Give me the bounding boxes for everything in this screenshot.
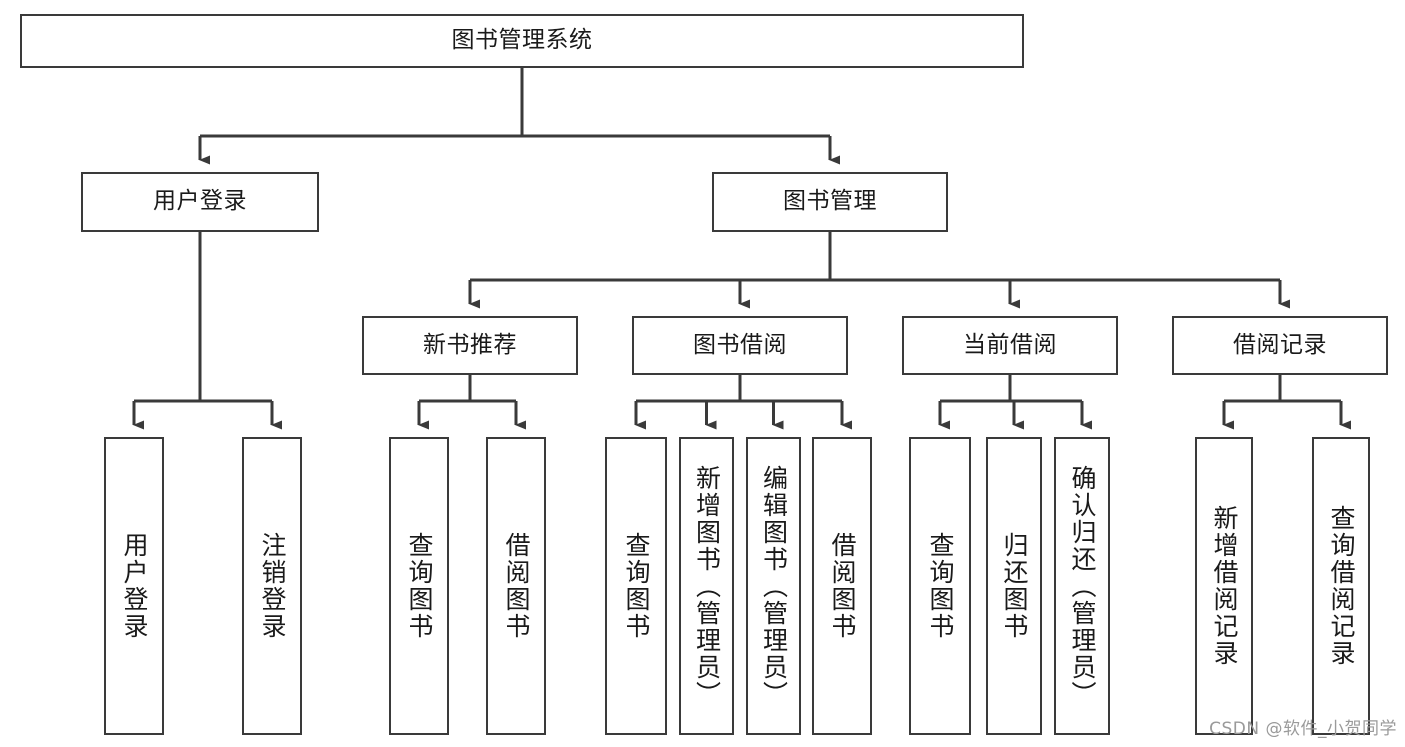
node-label: 新增借阅记录 [1210, 505, 1239, 667]
node-label: 当前借阅 [963, 331, 1057, 358]
node-label: 用户登录 [153, 188, 247, 215]
node-new-book-recommendation[interactable]: 新书推荐 [362, 316, 578, 375]
node-label: 借阅图书 [828, 532, 857, 640]
node-label: 新书推荐 [423, 331, 517, 358]
node-leaf-query-loan-record[interactable]: 查询借阅记录 [1312, 437, 1370, 735]
node-current-loans[interactable]: 当前借阅 [902, 316, 1118, 375]
node-root[interactable]: 图书管理系统 [20, 14, 1024, 68]
node-user-login[interactable]: 用户登录 [81, 172, 319, 232]
node-book-management[interactable]: 图书管理 [712, 172, 948, 232]
node-leaf-add-loan-record[interactable]: 新增借阅记录 [1195, 437, 1253, 735]
node-label: 用户登录 [120, 532, 149, 640]
node-label: 编辑图书（管理员） [759, 464, 789, 708]
node-leaf-query-book-current[interactable]: 查询图书 [909, 437, 971, 735]
node-leaf-edit-book-admin[interactable]: 编辑图书（管理员） [746, 437, 801, 735]
node-leaf-query-book-borrow[interactable]: 查询图书 [605, 437, 667, 735]
node-label: 查询借阅记录 [1327, 505, 1356, 667]
node-leaf-query-book-recommend[interactable]: 查询图书 [389, 437, 449, 735]
node-label: 查询图书 [926, 532, 955, 640]
node-label: 图书借阅 [693, 331, 787, 358]
node-leaf-user-logout[interactable]: 注销登录 [242, 437, 302, 735]
node-label: 确认归还（管理员） [1068, 464, 1097, 708]
node-leaf-return-book[interactable]: 归还图书 [986, 437, 1042, 735]
node-label: 借阅记录 [1233, 331, 1327, 358]
node-leaf-confirm-return-admin[interactable]: 确认归还（管理员） [1054, 437, 1110, 735]
node-label: 归还图书 [1000, 532, 1029, 640]
node-label: 新增图书（管理员） [692, 464, 722, 708]
node-label: 注销登录 [258, 532, 287, 640]
node-leaf-borrow-book-recommend[interactable]: 借阅图书 [486, 437, 546, 735]
node-loan-records[interactable]: 借阅记录 [1172, 316, 1388, 375]
node-leaf-user-login[interactable]: 用户登录 [104, 437, 164, 735]
node-label: 图书管理 [783, 188, 877, 215]
node-book-borrowing[interactable]: 图书借阅 [632, 316, 848, 375]
node-label: 图书管理系统 [451, 27, 593, 54]
node-label: 查询图书 [405, 532, 434, 640]
node-leaf-borrow-book[interactable]: 借阅图书 [812, 437, 872, 735]
node-label: 借阅图书 [502, 532, 531, 640]
node-leaf-add-book-admin[interactable]: 新增图书（管理员） [679, 437, 734, 735]
node-label: 查询图书 [622, 532, 651, 640]
